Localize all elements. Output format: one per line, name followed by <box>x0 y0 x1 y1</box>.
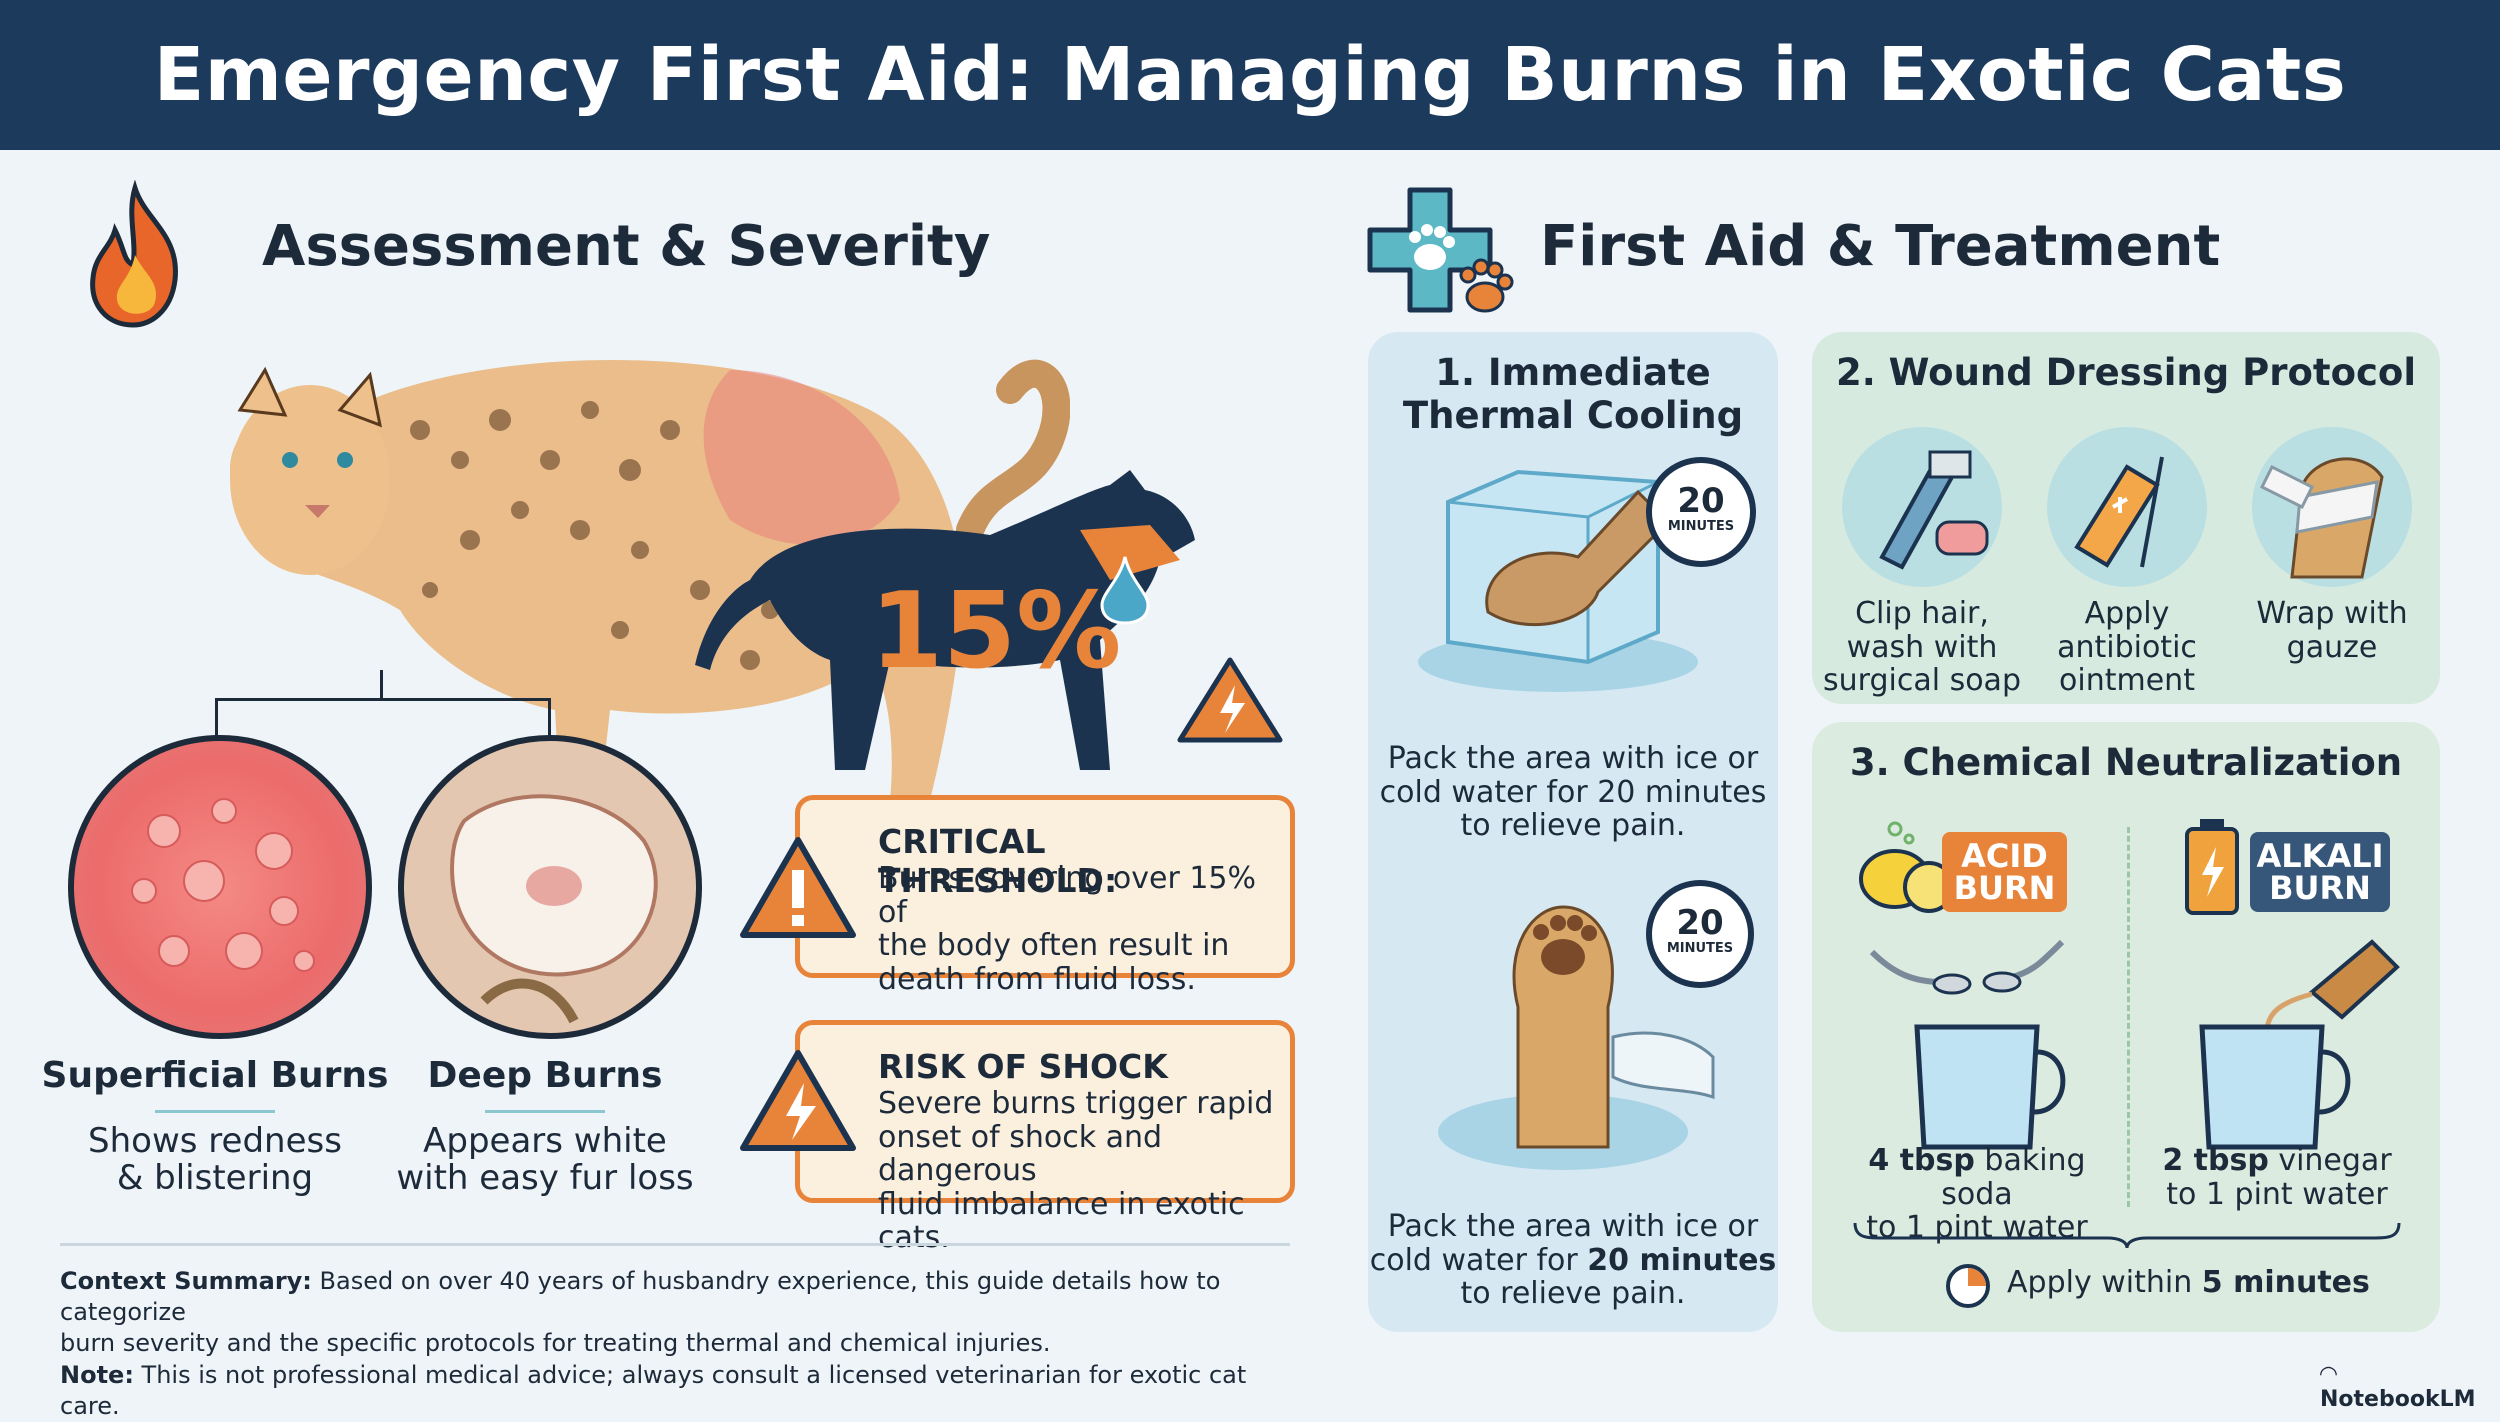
connector-line <box>380 670 383 700</box>
vinegar-mug-illustration <box>2172 932 2402 1162</box>
brace <box>1852 1220 2402 1250</box>
clock-icon <box>1944 1262 1992 1310</box>
timer-value: 20 <box>1676 903 1724 943</box>
brand-name: NotebookLM <box>2320 1387 2476 1412</box>
risk-of-shock-title: RISK OF SHOCK <box>878 1047 1168 1086</box>
lemon-icon <box>1857 817 1957 917</box>
wound-dressing-card: 2. Wound Dressing Protocol Clip hair,was… <box>1812 332 2440 704</box>
summary-divider <box>60 1243 1290 1246</box>
timer-icon: 20 MINUTES <box>1646 880 1754 988</box>
timer-icon: 20 MINUTES <box>1646 457 1756 567</box>
timer-unit: MINUTES <box>1666 941 1734 956</box>
warning-lightning-icon <box>1175 655 1285 745</box>
critical-threshold-text: Burns covering over 15% of the body ofte… <box>878 861 1257 997</box>
flame-icon <box>75 179 195 330</box>
deep-burn-image <box>398 735 702 1039</box>
treatment-title: First Aid & Treatment <box>1540 214 2221 279</box>
assessment-title: Assessment & Severity <box>262 214 991 279</box>
baking-soda-mug-illustration <box>1862 932 2092 1162</box>
cooling-caption-2: Pack the area with ice or cold water for… <box>1369 1209 1777 1312</box>
gauze-wrap-icon <box>2252 427 2412 587</box>
droplet-icon <box>1100 555 1150 625</box>
superficial-burn-image <box>68 735 372 1039</box>
alkali-fix-text: 2 tbsp vinegar to 1 pint water <box>2162 1143 2392 1212</box>
cooling-caption-1: Pack the area with ice or cold water for… <box>1379 741 1767 844</box>
clippers-soap-icon <box>1842 427 2002 587</box>
divider <box>155 1110 275 1113</box>
superficial-burn-title: Superficial Burns <box>41 1055 389 1096</box>
connector-bracket <box>215 698 551 741</box>
risk-of-shock-text: Severe burns trigger rapid onset of shoc… <box>878 1086 1274 1256</box>
battery-icon <box>2182 817 2242 917</box>
deep-burn-title: Deep Burns <box>427 1055 663 1096</box>
chemical-title: 3. Chemical Neutralization <box>1849 741 2403 784</box>
critical-threshold-title: CRITICAL THRESHOLD: <box>878 822 1118 900</box>
ice-cube-paw-illustration <box>1408 462 1738 702</box>
notebook-icon: ◠ <box>2320 1362 2337 1387</box>
page-title: Emergency First Aid: Managing Burns in E… <box>153 32 2347 118</box>
paw-in-water-illustration <box>1423 887 1723 1187</box>
warning-exclamation-icon <box>738 835 858 940</box>
context-summary: Context Summary: Based on over 40 years … <box>60 1267 1247 1420</box>
brand-logo: ◠ NotebookLM <box>2320 1362 2500 1412</box>
timer-value: 20 <box>1677 481 1725 521</box>
dressing-title: 2. Wound Dressing Protocol <box>1835 351 2417 394</box>
superficial-burn-desc: Shows redness& blistering <box>88 1121 342 1199</box>
leopard-illustration <box>170 330 1071 830</box>
warning-lightning-icon <box>738 1048 858 1153</box>
ointment-tube-icon <box>2047 427 2207 587</box>
cat-silhouette <box>690 470 1290 810</box>
divider <box>485 1110 605 1113</box>
timer-unit: MINUTES <box>1667 519 1735 534</box>
page-header: Emergency First Aid: Managing Burns in E… <box>0 0 2500 150</box>
risk-of-shock-box: RISK OF SHOCK Severe burns trigger rapid… <box>795 1020 1295 1255</box>
burn-percent: 15% <box>870 570 1122 692</box>
critical-threshold-box: CRITICAL THRESHOLD: Burns covering over … <box>795 795 1295 996</box>
apply-within-text: Apply within 5 minutes <box>2007 1265 2370 1300</box>
divider <box>2127 827 2130 1207</box>
medical-paw-icon <box>1365 185 1525 325</box>
acid-fix-text: 4 tbsp baking soda to 1 pint water <box>1866 1143 2088 1246</box>
